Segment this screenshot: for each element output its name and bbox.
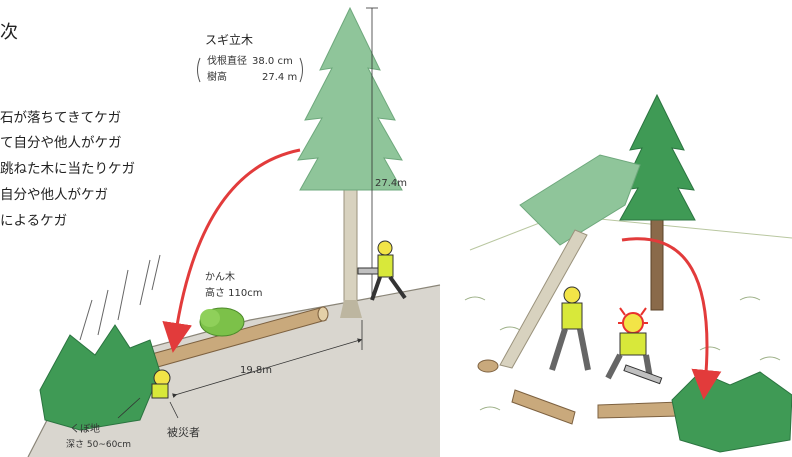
diameter-label: 伐根直径: [207, 54, 247, 67]
victim-label: 被災者: [167, 426, 200, 439]
height-value: 27.4 m: [262, 72, 297, 83]
hazard-item-5: によるケガ: [0, 213, 68, 229]
tree-name-label: スギ立木: [205, 32, 253, 47]
shrub: [199, 307, 245, 337]
height-measure-label: 27.4m: [375, 178, 407, 189]
falling-tree-crown: [519, 154, 641, 246]
hazard-item-1: 石が落ちてきてケガ: [0, 110, 122, 126]
diameter-value: 38.0 cm: [252, 56, 293, 67]
hazard-item-3: 跳ねた木に当たりケガ: [0, 161, 135, 177]
fallen-crown: [39, 254, 161, 431]
distance-dimension-line: [172, 338, 363, 398]
distance-measure-label: 19.8m: [240, 365, 272, 376]
victim-figure: [151, 369, 171, 399]
height-label: 樹高: [207, 70, 227, 83]
right-scene: [464, 93, 792, 453]
page-heading: 次: [0, 22, 18, 43]
hollow-name-label: くぼ地: [70, 422, 100, 435]
worker-standing: [549, 286, 591, 371]
logger-figure: [357, 240, 407, 301]
log-2: [597, 401, 681, 419]
fallen-crown-right: [671, 371, 792, 453]
hazard-item-2: て自分や他人がケガ: [0, 135, 122, 151]
shrub-height-label: 高さ 110cm: [205, 286, 263, 299]
hazard-item-4: 自分や他人がケガ: [0, 187, 108, 203]
standing-cedar-tree: [297, 6, 403, 318]
falling-tree-trunk: [499, 229, 588, 369]
fall-direction-arrow-left: [162, 148, 301, 353]
fall-direction-arrow-right: [621, 237, 722, 400]
log-1: [511, 389, 576, 425]
stump: [477, 359, 499, 373]
shrub-name-label: かん木: [205, 271, 235, 283]
worker-injured: [605, 307, 663, 385]
hollow-depth-label: 深さ 50~60cm: [66, 439, 131, 450]
